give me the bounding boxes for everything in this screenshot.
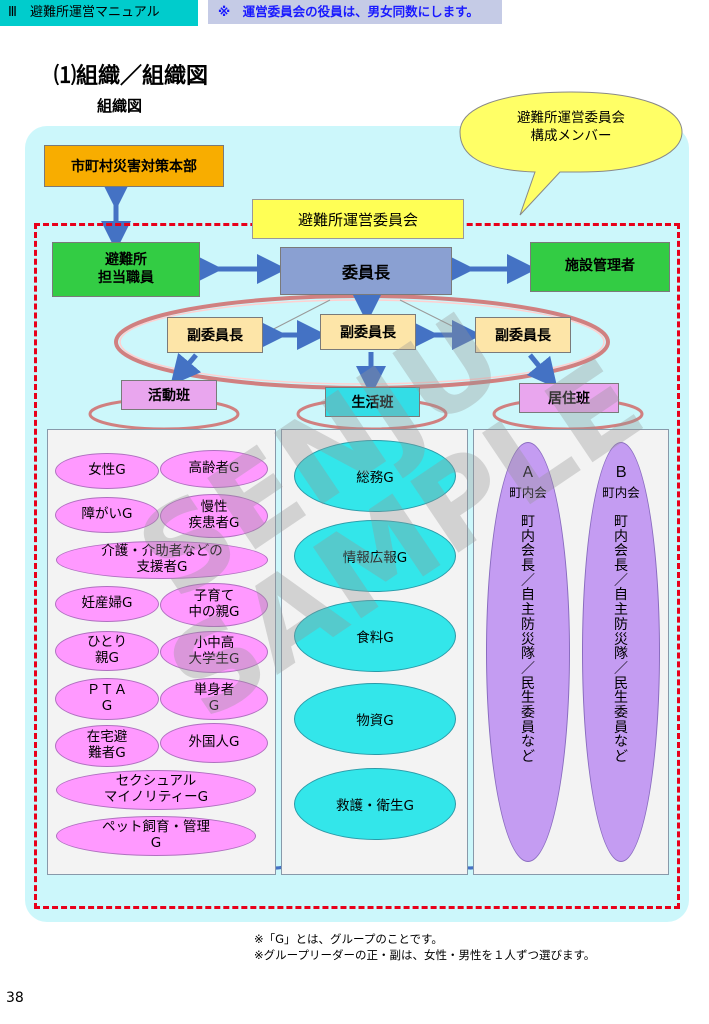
group-label: ひとり (86, 634, 128, 651)
group-label: 大学生G (188, 651, 240, 667)
group-sexual-minority: セクシュアルマイノリティーG (56, 770, 256, 810)
group-label: 介護・介助者などの (101, 543, 223, 560)
team-activity: 活動班 (121, 380, 217, 410)
group-label: 妊産婦G (81, 595, 133, 612)
disaster-hq-box: 市町村災害対策本部 (44, 145, 224, 187)
group-label: G (208, 698, 220, 714)
group-label: 難者G (88, 745, 126, 761)
callout-line-1: 避難所運営委員会 (517, 110, 625, 126)
page-subtitle: 組織図 (97, 97, 143, 115)
vice-chair-center: 副委員長 (320, 314, 416, 350)
group-label: 小中高 (193, 635, 235, 652)
group-label: 子育て (193, 588, 235, 605)
group-disability: 障がいG (55, 497, 159, 533)
group-home-evacuees: 在宅避難者G (55, 725, 159, 767)
staff-line-2: 担当職員 (98, 269, 154, 286)
residence-a-members: 町内会長／自主防災隊／民生委員など (521, 514, 535, 765)
group-chronic: 慢性疾患者G (160, 494, 268, 538)
group-elderly: 高齢者G (160, 450, 268, 488)
note-1: ※「G」とは、グループのことです。 (254, 932, 443, 946)
group-label: G (150, 835, 162, 851)
group-food: 食料G (294, 600, 456, 672)
residence-a: Ａ 町内会 町内会長／自主防災隊／民生委員など (486, 442, 570, 862)
group-label: 慢性 (200, 499, 228, 516)
group-single-parent: ひとり親G (55, 631, 159, 671)
group-information: 情報広報G (294, 520, 456, 592)
residence-b-sub: 町内会 (602, 485, 640, 500)
page-number: 38 (6, 990, 24, 1006)
notice-banner: ※ 運営委員会の役員は、男女同数にします。 (208, 0, 502, 24)
group-foreigners: 外国人G (160, 723, 268, 763)
vice-chair-right: 副委員長 (475, 317, 571, 353)
vice-chair-left: 副委員長 (167, 317, 263, 353)
chair-box: 委員長 (280, 247, 452, 295)
chapter-label: Ⅲ 避難所運営マニュアル (0, 0, 198, 26)
group-label: ＰＴＡ (86, 682, 128, 699)
group-label: ペット飼育・管理 (102, 819, 210, 836)
facility-manager-box: 施設管理者 (530, 242, 670, 292)
note-2: ※グループリーダーの正・副は、女性・男性を１人ずつ選びます。 (254, 948, 596, 962)
residence-b-title: Ｂ (613, 463, 629, 481)
group-label: 女性G (88, 462, 126, 479)
group-students: 小中高大学生G (160, 631, 268, 673)
staff-line-1: 避難所 (105, 252, 147, 268)
group-label: セクシュアル (115, 773, 197, 790)
group-label: 単身者 (193, 682, 235, 699)
residence-b-members: 町内会長／自主防災隊／民生委員など (614, 514, 628, 765)
group-label: 疾患者G (188, 515, 240, 531)
group-parents: 子育て中の親G (160, 583, 268, 627)
group-caregivers: 介護・介助者などの支援者G (56, 541, 268, 579)
callout-text: 避難所運営委員会 構成メンバー (482, 110, 660, 145)
shelter-staff-box: 避難所 担当職員 (52, 242, 200, 297)
group-label: 高齢者G (188, 460, 240, 477)
group-women: 女性G (55, 453, 159, 489)
group-label: 中の親G (188, 604, 240, 620)
residence-b: Ｂ 町内会 町内会長／自主防災隊／民生委員など (582, 442, 660, 862)
group-label: 外国人G (188, 734, 240, 751)
group-label: 在宅避 (86, 729, 128, 746)
page-title: ⑴組織／組織図 (54, 64, 209, 89)
group-label: G (101, 698, 113, 714)
group-supplies: 物資G (294, 683, 456, 755)
callout-bubble (459, 91, 683, 216)
residence-a-title: Ａ (520, 463, 536, 481)
residence-a-sub: 町内会 (509, 485, 547, 500)
committee-scroll: 避難所運営委員会 (252, 199, 464, 239)
group-relief-sanitation: 救護・衛生G (294, 768, 456, 840)
group-pregnant: 妊産婦G (55, 586, 159, 622)
team-life: 生活班 (325, 387, 420, 417)
group-label: 支援者G (136, 559, 188, 575)
group-label: 障がいG (81, 506, 133, 523)
team-residence: 居住班 (519, 383, 619, 413)
group-label: マイノリティーG (103, 789, 209, 805)
callout-line-2: 構成メンバー (530, 127, 612, 144)
group-general-affairs: 総務G (294, 440, 456, 512)
group-label: 親G (95, 650, 119, 666)
